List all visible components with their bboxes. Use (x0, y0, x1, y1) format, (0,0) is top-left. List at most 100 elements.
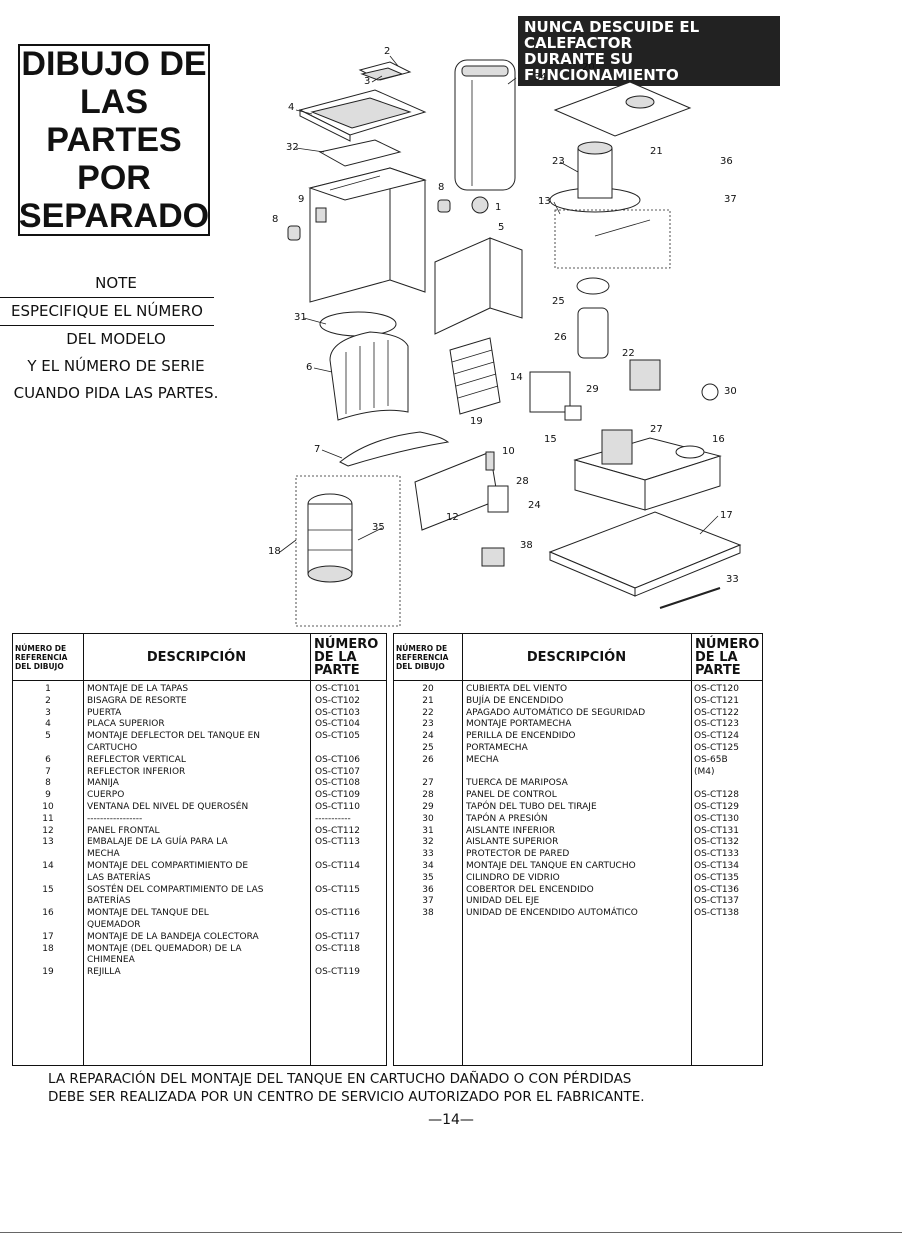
description-line: MONTAJE (DEL QUEMADOR) DE LA (87, 943, 242, 954)
description-line: BUJÍA DE ENCENDIDO (466, 695, 564, 706)
part-wall-protector (659, 587, 721, 609)
part-battery-holder (564, 405, 582, 421)
diagram-label: 16 (712, 434, 725, 445)
description-line: BATERÍAS (87, 896, 131, 907)
header-part-number: NÚMERO DE LA PARTE (691, 634, 764, 680)
diagram-label: 28 (516, 476, 529, 487)
cell-description: MANIJA (87, 778, 386, 790)
part-auto-ignition-unit (481, 547, 505, 567)
table-row: (M4) (394, 767, 762, 779)
cell-description: AISLANTE SUPERIOR (466, 837, 762, 849)
cell-ref: 12 (42, 825, 54, 836)
diagram-label: 19 (470, 416, 483, 427)
part-auto-shutoff (629, 359, 661, 391)
diagram-label: 12 (446, 512, 459, 523)
description-line: EMBALAJE DE LA GUÍA PARA LA (87, 837, 228, 848)
cell-part-number: OS-CT112 (315, 825, 361, 836)
cell-part-number: OS-CT105 (315, 731, 361, 742)
title-line-1: DIBUJO DE (21, 45, 207, 83)
cell-description: ----------------- (87, 814, 386, 826)
cell-ref: 21 (422, 695, 434, 706)
cell-description: APAGADO AUTOMÁTICO DE SEGURIDAD (466, 708, 762, 720)
diagram-label: 9 (298, 194, 304, 205)
diagram-label: 8 (438, 182, 444, 193)
part-lower-reflector (339, 431, 450, 467)
header-description-text: DESCRIPCIÓN (526, 649, 627, 665)
cell-ref: 2 (45, 695, 51, 706)
part-top-plate (298, 89, 427, 142)
cell-ref: 6 (45, 754, 51, 765)
part-battery-compartment (529, 371, 571, 413)
part-drip-tray (548, 511, 742, 597)
description-line: PANEL FRONTAL (87, 825, 160, 836)
description-line: UNIDAD DE ENCENDIDO AUTOMÁTICO (466, 908, 638, 919)
description-line: PANEL DE CONTROL (466, 790, 557, 801)
diagram-label: 15 (544, 434, 557, 445)
cell-description: CUERPO (87, 790, 386, 802)
cell-description: VENTANA DEL NIVEL DE QUEROSÉN (87, 802, 386, 814)
diagram-label: 7 (314, 444, 320, 455)
column-divider (310, 634, 311, 1065)
header-num-line-3: PARTE (314, 662, 360, 678)
header-ref-line-3: DEL DIBUJO (15, 661, 64, 671)
cell-part-number: ----------- (315, 813, 351, 824)
cell-part-number: OS-CT122 (694, 707, 740, 718)
cell-ref: 18 (42, 943, 54, 954)
cell-part-number: OS-CT132 (694, 837, 740, 848)
exploded-parts-diagram: 1 2 3 4 5 6 7 8 8 9 10 12 13 14 15 16 17… (268, 46, 742, 627)
cell-ref: 11 (42, 813, 54, 824)
cell-part-number: OS-CT130 (694, 813, 740, 824)
cell-ref: 1 (45, 684, 51, 694)
chimney-assembly-frame (295, 475, 401, 627)
cell-description: BISAGRA DE RESORTE (87, 696, 386, 708)
description-line: QUEMADOR (87, 919, 141, 930)
diagram-label: 2 (384, 46, 390, 57)
cell-ref: 16 (42, 908, 54, 919)
cell-part-number: OS-CT115 (315, 884, 361, 895)
column-divider (462, 634, 463, 1065)
header-num-line-2: DE LA (695, 649, 738, 665)
diagram-label: 27 (650, 424, 663, 435)
description-line: AISLANTE INFERIOR (466, 825, 556, 836)
cell-description: UNIDAD DE ENCENDIDO AUTOMÁTICO (466, 908, 762, 920)
cell-ref: 36 (422, 884, 434, 895)
footer-notice: LA REPARACIÓN DEL MONTAJE DEL TANQUE EN … (48, 1070, 808, 1106)
description-line: TAPÓN A PRESIÓN (466, 813, 548, 824)
description-line: BISAGRA DE RESORTE (87, 695, 187, 706)
part-cartridge-tank (454, 59, 516, 191)
header-ref-line-1: NÚMERO DE (15, 643, 67, 653)
cell-ref: 8 (45, 778, 51, 789)
diagram-label: 3 (364, 76, 370, 87)
cell-description: REJILLA (87, 967, 386, 979)
cell-description: MECHA (466, 755, 762, 767)
cell-ref: 27 (422, 778, 434, 789)
note-line-4: CUANDO PIDA LAS PARTES. (13, 384, 219, 402)
header-ref: NÚMERO DE REFERENCIA DEL DIBUJO (13, 634, 83, 680)
cell-description: UNIDAD DEL EJE (466, 896, 762, 908)
cell-part-number: OS-CT119 (315, 967, 361, 978)
cell-part-number: OS-CT137 (694, 896, 740, 907)
footer-line-1: LA REPARACIÓN DEL MONTAJE DEL TANQUE EN … (48, 1071, 632, 1087)
diagram-label: 22 (622, 348, 635, 359)
part-upper-insulator (318, 139, 402, 167)
